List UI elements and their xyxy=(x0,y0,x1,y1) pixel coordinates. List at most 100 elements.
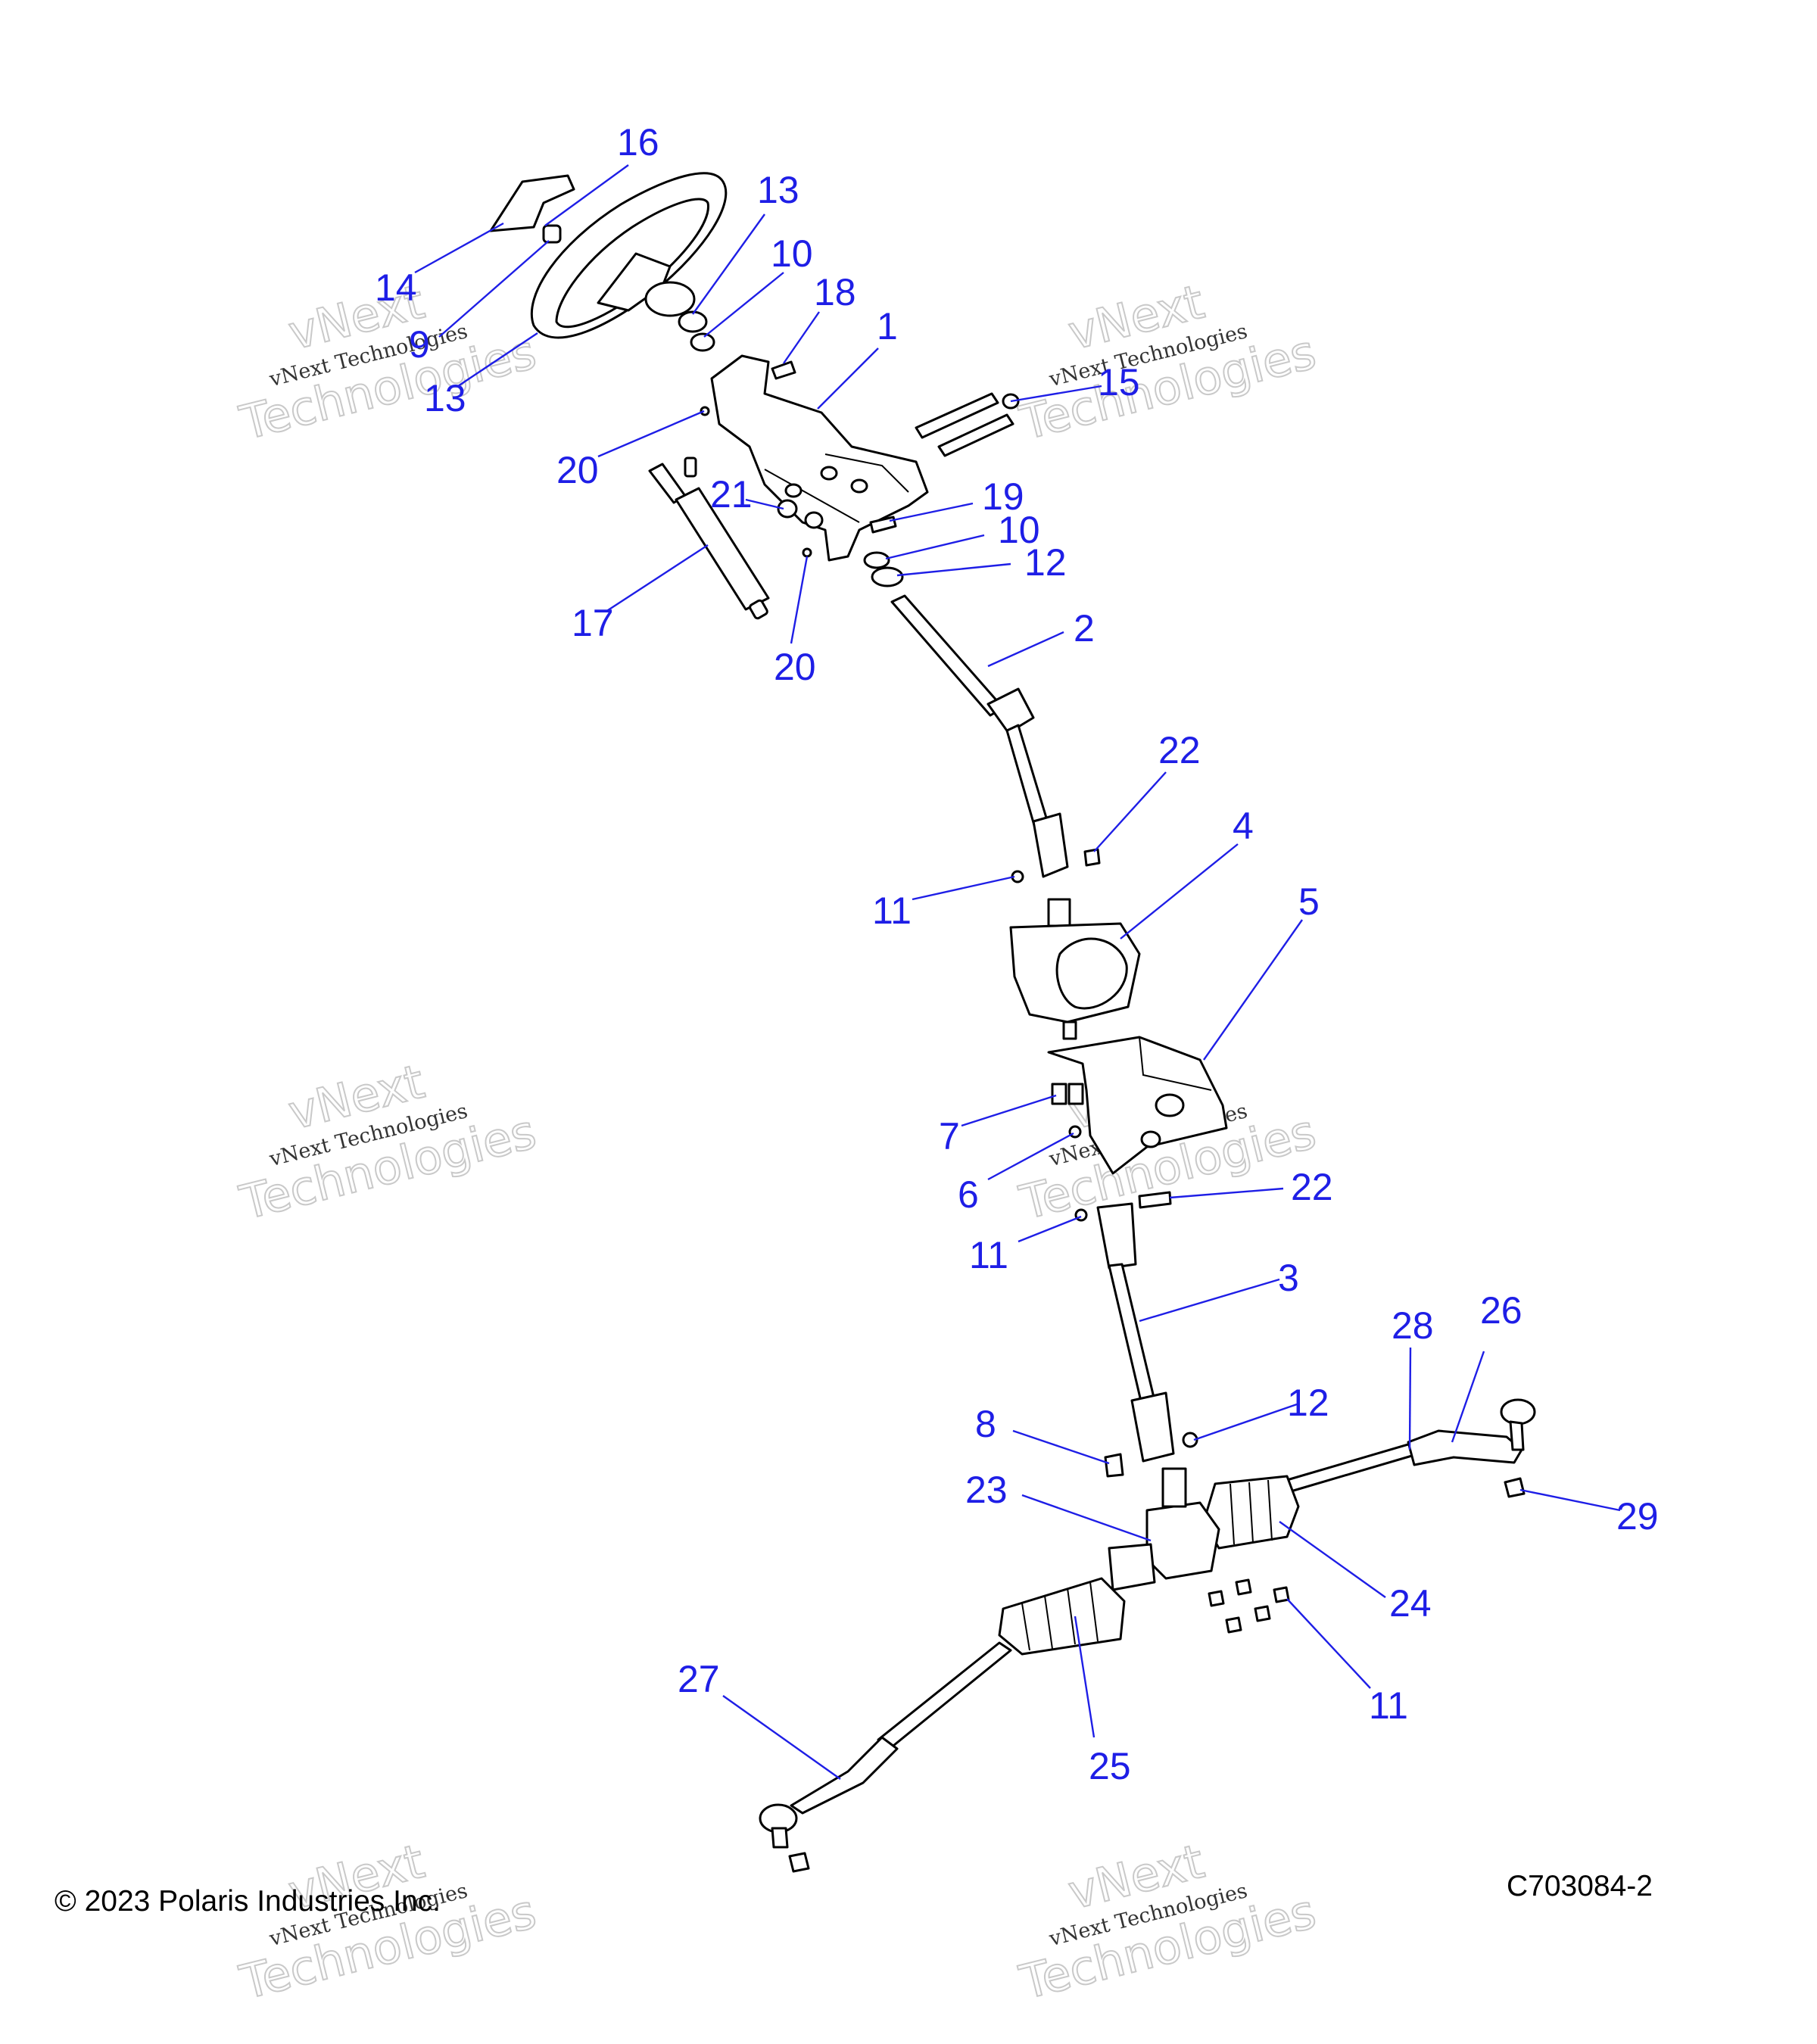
part-bushing xyxy=(804,511,824,529)
callout-28: 28 xyxy=(1392,1304,1434,1347)
part-long-bolt xyxy=(915,392,999,439)
leader-26 xyxy=(1451,1351,1485,1443)
leader-3 xyxy=(1139,1278,1280,1323)
callout-22: 22 xyxy=(1291,1166,1333,1208)
leader-7 xyxy=(961,1094,1057,1127)
part-steering-rack xyxy=(759,1398,1536,1873)
part-small-nut xyxy=(700,406,710,416)
callout-22: 22 xyxy=(1158,729,1201,771)
leader-lines xyxy=(414,164,1621,1780)
callout-17: 16 xyxy=(617,121,659,164)
leader-11c xyxy=(1286,1598,1371,1689)
leader-6 xyxy=(987,1132,1074,1181)
leader-18 xyxy=(605,544,709,613)
leader-1 xyxy=(817,347,879,410)
leader-13b xyxy=(896,562,1011,577)
leader-10a xyxy=(703,272,784,338)
leader-23 xyxy=(1021,1494,1152,1542)
copyright-text: © 2023 Polaris Industries Inc. xyxy=(55,1885,441,1918)
part-nut xyxy=(1225,1616,1242,1634)
leader-11b xyxy=(1018,1215,1082,1243)
part-ring xyxy=(871,566,904,587)
callout-2: 2 xyxy=(1074,607,1095,650)
callout-16: 15 xyxy=(1098,361,1140,404)
leader-19b xyxy=(889,502,974,522)
part-bolt xyxy=(1083,848,1101,867)
leader-25 xyxy=(1074,1616,1095,1738)
callout-7: 7 xyxy=(939,1115,960,1158)
part-wheel-cover xyxy=(489,174,575,232)
callout-5: 5 xyxy=(1298,880,1320,923)
callout-10: 10 xyxy=(771,232,813,275)
callout-23: 23 xyxy=(965,1469,1008,1511)
callout-3: 3 xyxy=(1278,1257,1299,1299)
leader-13a xyxy=(692,213,765,315)
part-bolt xyxy=(1104,1453,1124,1478)
callout-12: 12 xyxy=(1287,1382,1329,1424)
callout-6: 6 xyxy=(958,1173,979,1216)
part-ring xyxy=(678,310,708,333)
callout-11: 11 xyxy=(969,1234,1008,1276)
part-column-bracket xyxy=(710,354,929,562)
part-small-nut xyxy=(802,547,812,558)
callout-24: 24 xyxy=(1389,1582,1432,1625)
part-ring xyxy=(690,332,715,352)
callout-25: 25 xyxy=(1089,1745,1131,1787)
part-ring xyxy=(863,551,890,569)
part-gearbox xyxy=(1009,898,1141,1040)
callout-14: 13 xyxy=(424,377,466,419)
callout-11: 11 xyxy=(872,890,912,932)
part-bushing xyxy=(777,499,798,519)
part-nut xyxy=(1235,1578,1252,1596)
callout-19: 18 xyxy=(814,271,856,313)
leader-5 xyxy=(1203,919,1303,1061)
leader-21 xyxy=(745,498,784,510)
leader-15 xyxy=(414,222,504,274)
part-knob xyxy=(542,224,562,244)
part-gas-strut xyxy=(648,456,770,620)
callout-20: 20 xyxy=(774,646,816,688)
leader-22a xyxy=(1093,771,1167,852)
leader-9 xyxy=(438,240,550,338)
leader-14 xyxy=(457,332,538,387)
callout-21: 21 xyxy=(710,473,753,516)
leader-20b xyxy=(790,556,809,644)
leader-24 xyxy=(1279,1521,1386,1598)
part-clip xyxy=(1051,1083,1067,1105)
callout-10: 10 xyxy=(998,509,1040,551)
callout-27: 27 xyxy=(678,1658,720,1700)
leader-17 xyxy=(544,164,629,226)
callout-9: 9 xyxy=(409,323,430,366)
leader-16 xyxy=(1010,385,1102,403)
leader-22b xyxy=(1169,1187,1284,1199)
leader-10b xyxy=(885,534,985,560)
part-long-bolt xyxy=(937,413,1014,457)
leader-19a xyxy=(783,311,820,364)
part-nut xyxy=(1254,1605,1271,1622)
callout-15: 14 xyxy=(375,266,417,309)
leader-12 xyxy=(1193,1403,1298,1441)
leader-8 xyxy=(1012,1429,1110,1465)
part-nut xyxy=(1273,1586,1290,1603)
callout-numbers: 16 13 10 18 14 9 1 13 15 20 21 19 10 12 … xyxy=(375,121,1659,1787)
watermark: vNext vNext Technologies Technologies xyxy=(1014,273,1322,452)
part-steering-wheel xyxy=(530,172,728,339)
part-upper-shaft xyxy=(890,594,1069,878)
leader-2 xyxy=(987,631,1064,668)
leader-4 xyxy=(1120,843,1239,939)
callout-20: 20 xyxy=(556,449,599,491)
callout-13: 13 xyxy=(757,169,799,211)
leader-27 xyxy=(722,1695,841,1780)
part-bolt xyxy=(771,360,796,380)
parts-line-art xyxy=(489,172,1536,1873)
part-bolt xyxy=(869,516,897,534)
leader-11a xyxy=(912,875,1015,901)
callout-8: 8 xyxy=(975,1403,996,1445)
part-lower-shaft xyxy=(1096,1202,1175,1463)
callout-18: 17 xyxy=(572,602,614,644)
part-clip xyxy=(1067,1083,1084,1105)
callout-11: 11 xyxy=(1369,1684,1408,1727)
part-bolt xyxy=(1138,1191,1172,1209)
part-mount-bracket xyxy=(1047,1036,1228,1175)
